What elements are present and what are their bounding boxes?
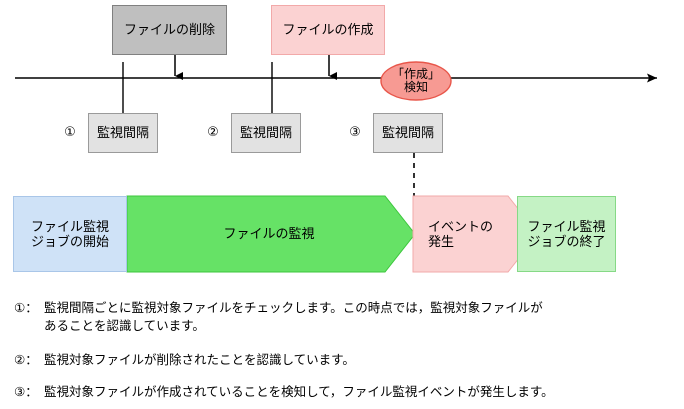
flow-step-job-start-label: ファイル監視 ジョブの開始 [30,218,109,249]
flow-step-job-end-label: ファイル監視 ジョブの終了 [527,218,606,249]
interval-marker-1: ① [64,124,76,139]
event-box-file-create-label: ファイルの作成 [282,22,374,38]
detection-bubble-shape [380,61,452,101]
interval-box-2-label: 監視間隔 [239,125,292,141]
note-text-3: 監視対象ファイルが作成されていることを検知して，ファイル監視イベントが発生します… [44,385,554,399]
interval-box-1[interactable]: 監視間隔 [88,113,158,153]
note-text-1: 監視間隔ごとに監視対象ファイルをチェックします。この時点では，監視対象ファイルが… [44,301,543,334]
note-marker-2: ②： [14,353,38,367]
flow-step-job-end[interactable]: ファイル監視 ジョブの終了 [517,196,616,272]
interval-marker-2: ② [207,124,219,139]
interval-box-3[interactable]: 監視間隔 [373,113,443,153]
file-monitoring-shape [126,195,416,273]
note-text-2: 監視対象ファイルが削除されたことを認識しています。 [44,353,355,367]
note-marker-1: ①： [14,301,38,315]
event-box-file-delete-label: ファイルの削除 [123,22,215,38]
interval-marker-3: ③ [349,124,361,139]
interval-box-2[interactable]: 監視間隔 [231,113,301,153]
flow-step-job-start[interactable]: ファイル監視 ジョブの開始 [13,196,127,272]
interval-box-3-label: 監視間隔 [381,125,434,141]
note-marker-3: ③： [14,385,38,399]
interval-box-1-label: 監視間隔 [96,125,149,141]
event-box-file-create[interactable]: ファイルの作成 [271,5,385,55]
event-box-file-delete[interactable]: ファイルの削除 [112,5,227,55]
